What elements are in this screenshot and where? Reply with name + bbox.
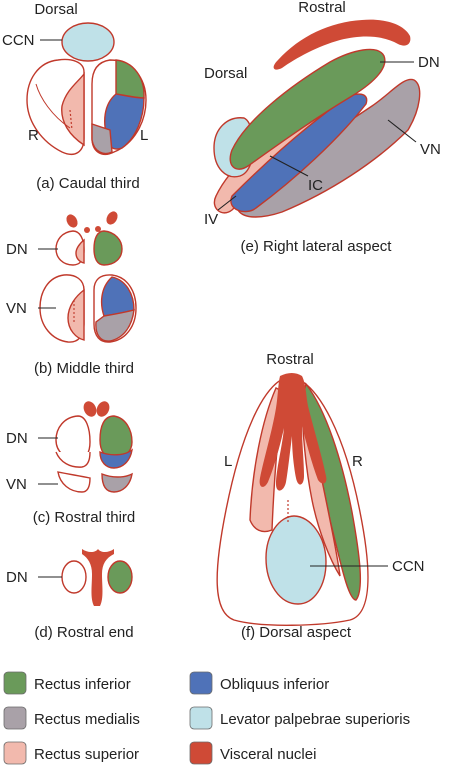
panel-e-dn-shape [229, 48, 386, 170]
legend: Rectus inferior Obliquus inferior Rectus… [3, 671, 410, 765]
panel-c-dn-right [99, 415, 133, 459]
panel-d-caption: (d) Rostral end [34, 624, 133, 641]
panel-d: DN (d) Rostral end [6, 549, 134, 641]
panel-c-dn-label: DN [6, 430, 28, 447]
panel-b: DN VN (b) Middle third [6, 211, 137, 377]
panel-e-dn-label: DN [418, 54, 440, 71]
panel-e-ic-shape [230, 93, 368, 213]
panel-b-visceral-right [106, 211, 118, 225]
panel-e-rostral-label: Rostral [298, 0, 346, 16]
panel-f-caption: (f) Dorsal aspect [241, 624, 352, 641]
legend-label-rectus-medialis: Rectus medialis [34, 711, 140, 728]
panel-c-vn-right [101, 472, 133, 493]
panel-e-iv-label: IV [204, 211, 218, 228]
panel-e-visceral-shape [273, 19, 411, 70]
panel-a-r-label: R [28, 127, 39, 144]
panel-a-caption: (a) Caudal third [36, 175, 139, 192]
panel-a-right-inferior [115, 59, 145, 99]
panel-d-dn-label: DN [6, 569, 28, 586]
panel-b-visceral-left [66, 214, 78, 228]
panel-f-r-label: R [352, 453, 363, 470]
panel-e-ic-label: IC [308, 177, 323, 194]
legend-swatch-rectus-medialis [3, 706, 27, 730]
panel-b-caption: (b) Middle third [34, 360, 134, 377]
panel-b-vn-left-superior [67, 288, 85, 341]
panel-b-vn-label: VN [6, 300, 27, 317]
panel-f: Rostral L R CCN (f) Dorsal aspect [216, 351, 425, 641]
panel-f-l-label: L [224, 453, 232, 470]
panel-f-ccn-label: CCN [392, 558, 425, 575]
panel-f-visceral [259, 373, 327, 491]
legend-swatch-rectus-superior [3, 741, 27, 765]
legend-swatch-obliquus-inferior [189, 671, 213, 695]
panel-e-caption: (e) Right lateral aspect [241, 238, 393, 255]
panel-b-vn-right-medialis [95, 309, 135, 342]
panel-a-ccn-shape [61, 22, 115, 62]
panel-b-vn-right-oblique [100, 276, 135, 317]
panel-d-left [61, 560, 87, 594]
panel-c-vn-left [57, 471, 91, 493]
panel-d-right [107, 560, 133, 594]
panel-c-visceral-right [96, 401, 110, 417]
panel-e: Rostral Dorsal DN VN IC IV (e) Right lat… [204, 0, 441, 255]
panel-a-right-oblique [104, 93, 145, 150]
panel-a-right-medialis [91, 123, 113, 155]
panel-a: Dorsal CCN R L (a) Caudal third [2, 1, 148, 192]
panel-d-visceral [82, 549, 114, 606]
panel-a-left-superior [61, 71, 85, 147]
panel-c-dn-left-lower [55, 451, 91, 468]
panel-c: DN VN (c) Rostral third [6, 401, 136, 526]
panel-b-dn-right [93, 230, 123, 266]
panel-c-visceral-left [83, 401, 97, 417]
panel-b-dn-label: DN [6, 241, 28, 258]
panel-b-visceral-mid1 [84, 227, 90, 233]
legend-label-obliquus-inferior: Obliquus inferior [220, 676, 329, 693]
panel-e-vn-label: VN [420, 141, 441, 158]
panel-f-ccn-shape [265, 515, 327, 605]
panel-c-caption: (c) Rostral third [33, 509, 136, 526]
panel-c-vn-label: VN [6, 476, 27, 493]
legend-swatch-rectus-inferior [3, 671, 27, 695]
panel-a-l-label: L [140, 127, 148, 144]
panel-c-dn-right-oblique [99, 448, 133, 469]
panel-b-visceral-mid2 [95, 226, 101, 232]
legend-label-levator: Levator palpebrae superioris [220, 711, 410, 728]
legend-label-rectus-superior: Rectus superior [34, 746, 139, 763]
panel-a-ccn-label: CCN [2, 32, 35, 49]
panel-a-dorsal-label: Dorsal [34, 1, 77, 18]
panel-f-rostral-label: Rostral [266, 351, 314, 368]
legend-label-rectus-inferior: Rectus inferior [34, 676, 131, 693]
panel-b-dn-left-superior [75, 238, 85, 264]
legend-label-visceral: Visceral nuclei [220, 746, 316, 763]
panel-e-dorsal-label: Dorsal [204, 65, 247, 82]
legend-swatch-visceral [189, 741, 213, 765]
legend-swatch-levator [189, 706, 213, 730]
